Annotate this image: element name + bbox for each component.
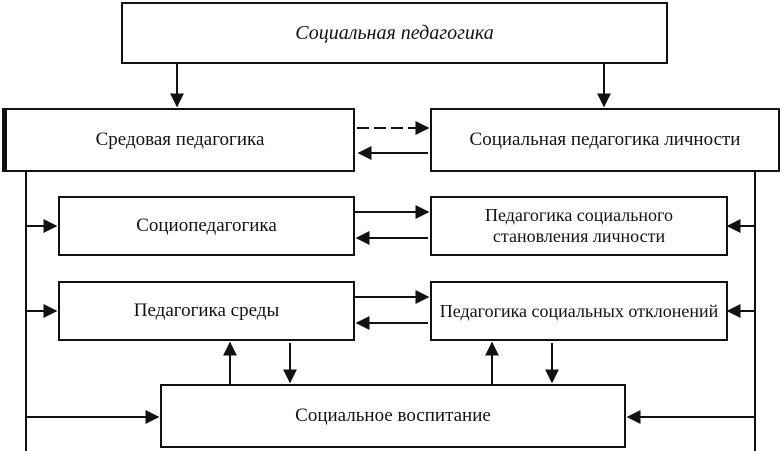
node-social-becoming: Педагогика социального становления лично… bbox=[430, 196, 728, 256]
node-social-becoming-label: Педагогика социального становления лично… bbox=[485, 205, 673, 246]
node-personal-social-pedagogy-label: Социальная педагогика личности bbox=[469, 129, 741, 151]
node-environmental-pedagogy: Средовая педагогика bbox=[2, 108, 355, 172]
node-social-pedagogy: Социальная педагогика bbox=[121, 2, 668, 64]
node-social-upbringing-label: Социальное воспитание bbox=[295, 405, 491, 427]
node-environment-pedagogy-label: Педагогика среды bbox=[133, 300, 280, 322]
node-social-pedagogy-label: Социальная педагогика bbox=[295, 21, 494, 44]
node-personal-social-pedagogy: Социальная педагогика личности bbox=[430, 108, 780, 172]
node-social-deviations-label: Педагогика социальных отклонений bbox=[439, 300, 719, 321]
node-social-upbringing: Социальное воспитание bbox=[160, 384, 626, 448]
node-social-deviations: Педагогика социальных отклонений bbox=[430, 281, 728, 341]
node-sociopedagogy: Социопедагогика bbox=[58, 196, 355, 256]
node-environmental-pedagogy-label: Средовая педагогика bbox=[95, 129, 265, 151]
node-sociopedagogy-label: Социопедагогика bbox=[136, 215, 277, 237]
node-environment-pedagogy: Педагогика среды bbox=[58, 281, 355, 341]
